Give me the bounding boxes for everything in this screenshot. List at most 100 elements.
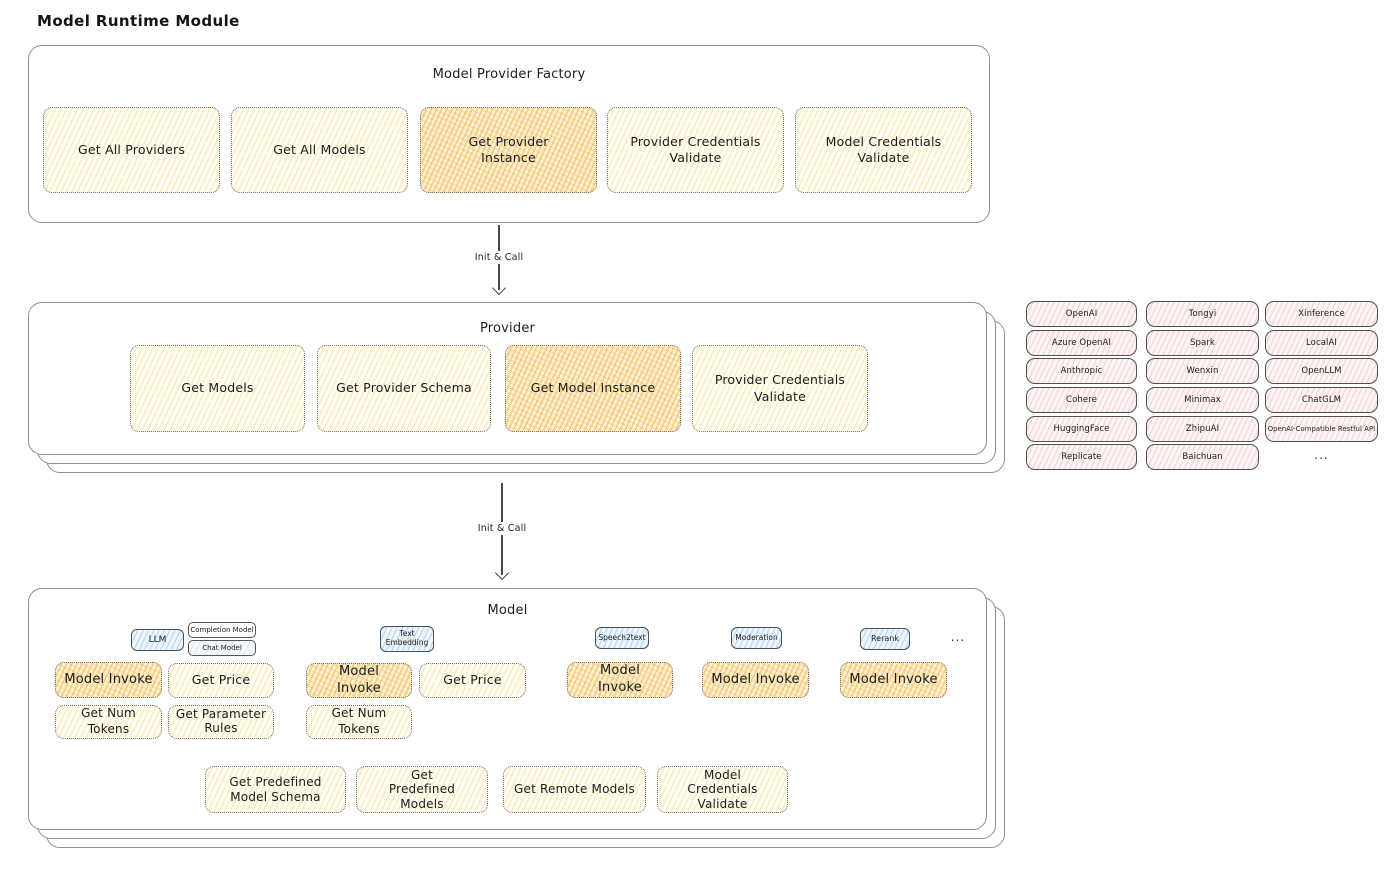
chip-label: Minimax bbox=[1184, 395, 1221, 405]
factory-box-model-credentials-validate: Model Credentials Validate bbox=[795, 107, 972, 193]
op-label: Model Invoke bbox=[337, 663, 381, 696]
provider-box-get-provider-schema: Get Provider Schema bbox=[317, 345, 491, 432]
provider-title: Provider bbox=[479, 321, 536, 336]
provider-chip-cohere: Cohere bbox=[1026, 387, 1137, 413]
model-tag-chat-model: Chat Model bbox=[188, 640, 256, 656]
chip-label: Cohere bbox=[1066, 395, 1097, 405]
tag-label: Chat Model bbox=[202, 643, 242, 652]
op-label: Get Predefined Models bbox=[388, 767, 456, 811]
provider-chip-localai: LocalAI bbox=[1265, 330, 1378, 356]
model-op-text-embedding-get-price: Get Price bbox=[419, 663, 526, 698]
provider-chip-wenxin: Wenxin bbox=[1146, 358, 1259, 384]
model-op-llm-model-invoke: Model Invoke bbox=[55, 662, 162, 698]
model-tag-completion-model: Completion Model bbox=[188, 622, 256, 638]
op-label: Get Num Tokens bbox=[331, 706, 387, 736]
factory-box-label: Get All Models bbox=[273, 141, 366, 157]
model-op-llm-get-parameter-rules: Get Parameter Rules bbox=[168, 705, 274, 739]
chip-label: OpenAI bbox=[1065, 309, 1098, 319]
chip-label: OpenAI-Compatible Restful API bbox=[1267, 425, 1376, 433]
tag-label: Speech2text bbox=[598, 632, 646, 642]
factory-box-label: Get Provider Instance bbox=[468, 133, 549, 165]
model-tag-moderation: Moderation bbox=[731, 627, 782, 649]
provider-box-provider-credentials-validate: Provider Credentials Validate bbox=[692, 345, 868, 432]
provider-chip-azure-openai: Azure OpenAI bbox=[1026, 330, 1137, 356]
provider-chip-openai: OpenAI bbox=[1026, 301, 1137, 327]
init-call-label-1: Init & Call bbox=[470, 251, 528, 264]
chip-label: Xinference bbox=[1298, 309, 1345, 319]
model-op-moderation-model-invoke: Model Invoke bbox=[702, 662, 809, 698]
chip-label: HuggingFace bbox=[1053, 424, 1110, 434]
model-box-get-remote-models: Get Remote Models bbox=[503, 766, 646, 813]
op-label: Get Parameter Rules bbox=[175, 707, 267, 735]
model-op-rerank-model-invoke: Model Invoke bbox=[840, 662, 947, 698]
op-label: Model Credentials Validate bbox=[687, 767, 758, 811]
chip-label: Replicate bbox=[1061, 452, 1102, 462]
op-label: Get Price bbox=[191, 672, 251, 688]
factory-box-get-all-models: Get All Models bbox=[231, 107, 408, 193]
provider-chip-spark: Spark bbox=[1146, 330, 1259, 356]
provider-box-get-model-instance: Get Model Instance bbox=[505, 345, 681, 432]
model-tags-ellipsis: ... bbox=[950, 630, 966, 644]
model-op-text-embedding-model-invoke: Model Invoke bbox=[306, 663, 412, 698]
factory-box-label: Get All Providers bbox=[77, 141, 186, 157]
model-box-get-predefined-models: Get Predefined Models bbox=[356, 766, 488, 813]
chip-label: Azure OpenAI bbox=[1051, 338, 1112, 348]
provider-chip-replicate: Replicate bbox=[1026, 444, 1137, 470]
factory-box-label: Model Credentials Validate bbox=[825, 133, 942, 165]
provider-chip-openllm: OpenLLM bbox=[1265, 358, 1378, 384]
tag-label: Moderation bbox=[735, 632, 778, 642]
factory-title: Model Provider Factory bbox=[432, 67, 586, 82]
model-title: Model bbox=[487, 603, 528, 618]
provider-box-label: Provider Credentials Validate bbox=[714, 372, 846, 404]
init-call-label-2: Init & Call bbox=[473, 522, 531, 535]
provider-chip-tongyi: Tongyi bbox=[1146, 301, 1259, 327]
op-label: Get Price bbox=[443, 672, 502, 688]
chip-label: ChatGLM bbox=[1301, 395, 1342, 405]
model-tag-llm: LLM bbox=[131, 629, 184, 651]
provider-chip-huggingface: HuggingFace bbox=[1026, 416, 1137, 442]
provider-list-ellipsis: ... bbox=[1314, 448, 1329, 462]
diagram-title: Model Runtime Module bbox=[37, 12, 240, 30]
init-call-arrowhead-1 bbox=[491, 280, 507, 296]
chip-label: LocalAI bbox=[1305, 338, 1338, 348]
chip-label: ZhipuAI bbox=[1185, 424, 1220, 434]
tag-label: Completion Model bbox=[190, 625, 254, 634]
chip-label: Spark bbox=[1190, 338, 1215, 348]
provider-box-get-models: Get Models bbox=[130, 345, 305, 432]
tag-label: Text Embedding bbox=[385, 629, 429, 647]
chip-label: Baichuan bbox=[1182, 452, 1223, 462]
chip-label: Tongyi bbox=[1188, 309, 1217, 319]
model-op-llm-get-price: Get Price bbox=[168, 663, 274, 698]
factory-box-provider-credentials-validate: Provider Credentials Validate bbox=[607, 107, 784, 193]
provider-box-label: Get Provider Schema bbox=[336, 380, 472, 396]
op-label: Model Invoke bbox=[711, 671, 800, 687]
tag-label: Rerank bbox=[870, 634, 899, 644]
factory-box-get-all-providers: Get All Providers bbox=[43, 107, 220, 193]
provider-chip-xinference: Xinference bbox=[1265, 301, 1378, 327]
factory-box-label: Provider Credentials Validate bbox=[630, 133, 761, 165]
init-call-arrowhead-2 bbox=[494, 565, 510, 581]
provider-box-label: Get Models bbox=[181, 380, 254, 396]
chip-label: Anthropic bbox=[1060, 366, 1103, 376]
tag-label: LLM bbox=[148, 634, 167, 645]
op-label: Get Predefined Model Schema bbox=[229, 775, 322, 804]
provider-chip-minimax: Minimax bbox=[1146, 387, 1259, 413]
provider-box-label: Get Model Instance bbox=[530, 380, 656, 396]
op-label: Model Invoke bbox=[64, 671, 153, 687]
provider-chip-anthropic: Anthropic bbox=[1026, 358, 1137, 384]
op-label: Model Invoke bbox=[598, 663, 642, 695]
op-label: Model Invoke bbox=[849, 671, 938, 687]
provider-chip-zhipuai: ZhipuAI bbox=[1146, 416, 1259, 442]
op-label: Get Remote Models bbox=[514, 781, 635, 796]
factory-box-get-provider-instance: Get Provider Instance bbox=[420, 107, 597, 193]
model-op-speech2text-model-invoke: Model Invoke bbox=[567, 662, 673, 698]
model-op-text-embedding-get-num-tokens: Get Num Tokens bbox=[306, 705, 412, 739]
chip-label: Wenxin bbox=[1186, 366, 1219, 376]
model-box-get-predefined-model-schema: Get Predefined Model Schema bbox=[205, 766, 346, 813]
op-label: Get Num Tokens bbox=[81, 706, 136, 736]
model-op-llm-get-num-tokens: Get Num Tokens bbox=[55, 705, 162, 739]
provider-chip-openai-compatible-restful-api: OpenAI-Compatible Restful API bbox=[1265, 416, 1378, 442]
model-tag-rerank: Rerank bbox=[860, 628, 910, 650]
model-tag-speech2text: Speech2text bbox=[595, 627, 649, 649]
